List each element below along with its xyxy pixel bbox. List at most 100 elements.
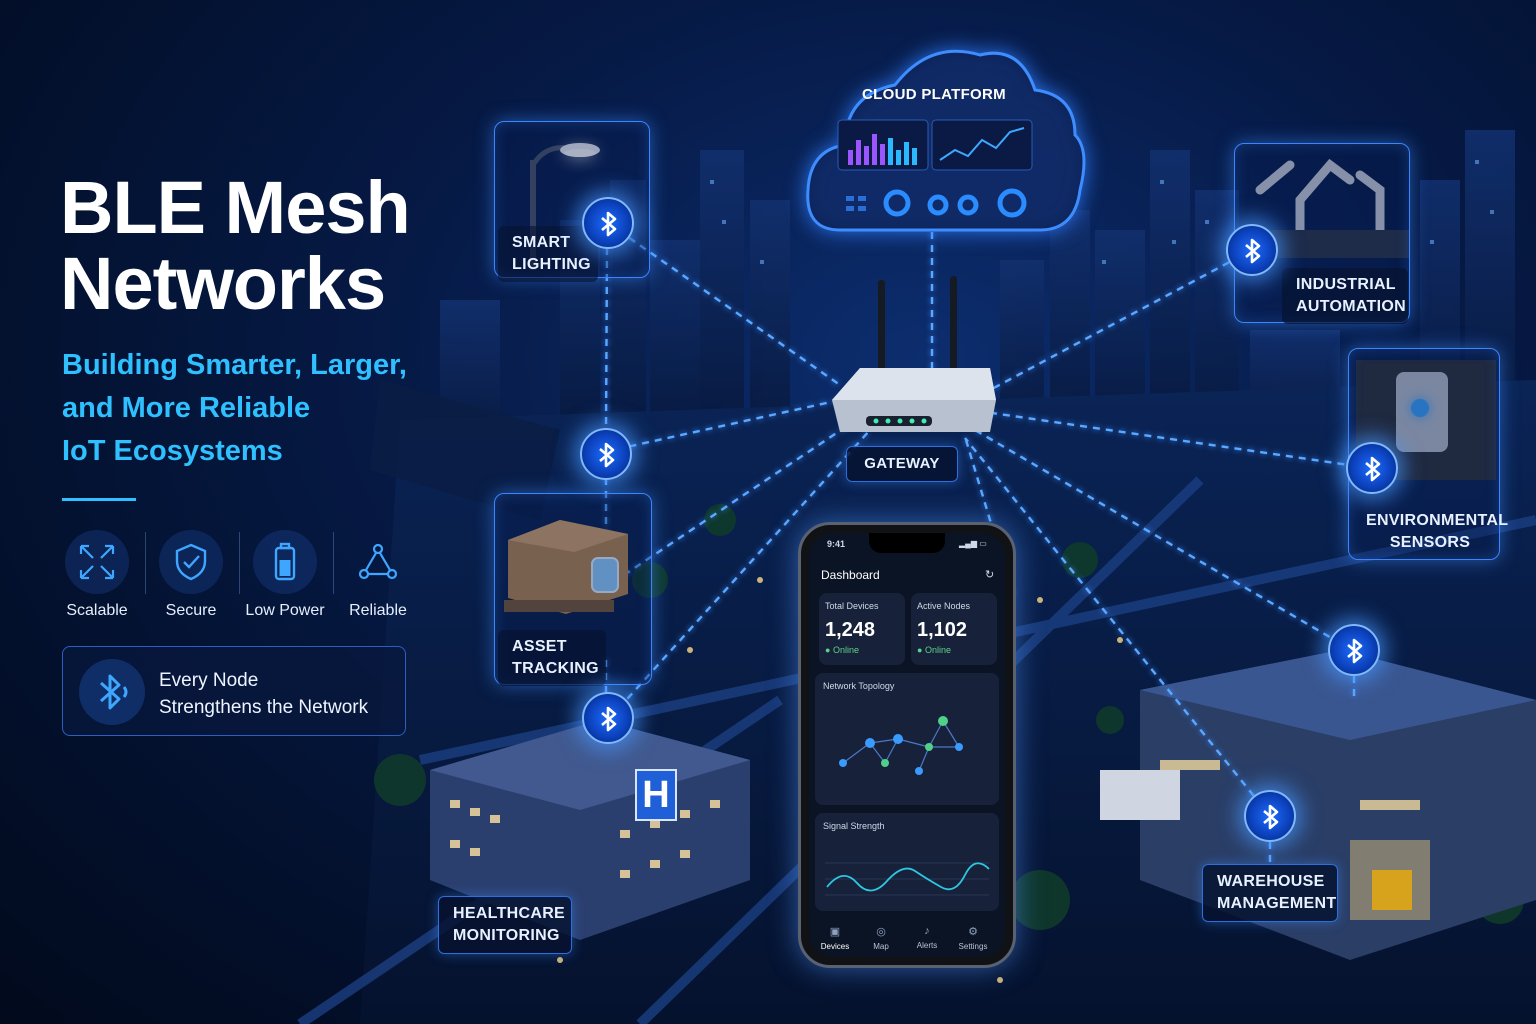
expand-arrows-icon [65, 530, 129, 594]
healthcare-monitoring-label: HEALTHCARE MONITORING [438, 896, 572, 954]
label-line1: ASSET [512, 638, 567, 655]
smart-lighting-label: SMART LIGHTING [498, 226, 598, 282]
feature-label: Scalable [66, 602, 128, 619]
title-line2: Networks [60, 242, 386, 325]
hospital-building [430, 720, 750, 940]
bluetooth-node-icon[interactable] [580, 428, 632, 480]
bluetooth-node-icon[interactable] [1226, 224, 1278, 276]
bluetooth-node-icon[interactable] [582, 197, 634, 249]
accent-divider [62, 498, 136, 501]
page-title: BLE Mesh Networks [60, 166, 411, 325]
nav-settings[interactable]: ⚙ Settings [953, 925, 993, 951]
warehouse-management-label: WAREHOUSE MANAGEMENT [1202, 864, 1338, 922]
total-status: ● Online [825, 645, 859, 655]
street-lights [557, 577, 1123, 983]
refresh-icon[interactable]: ↻ [985, 569, 995, 581]
topology-card[interactable]: Network Topology [815, 673, 999, 805]
nav-label: Devices [820, 942, 850, 951]
active-nodes-card[interactable]: Active Nodes 1,102 ● Online [911, 593, 997, 665]
title-line1: BLE Mesh [60, 166, 411, 249]
feature-reliable: Reliable [331, 530, 425, 620]
feature-label: Low Power [245, 602, 325, 619]
dashboard-header: Dashboard [821, 568, 880, 582]
network-triangle-icon [346, 530, 410, 594]
battery-icon [253, 530, 317, 594]
total-devices-card[interactable]: Total Devices 1,248 ● Online [819, 593, 905, 665]
subtitle-line1: Building Smarter, Larger, [62, 349, 407, 381]
phone-notch [869, 533, 945, 553]
package-illustration [504, 520, 628, 614]
status-text: Online [924, 645, 951, 655]
bluetooth-node-icon[interactable] [582, 692, 634, 744]
environmental-sensors-label: ENVIRONMENTAL SENSORS [1364, 504, 1509, 560]
label-line2: TRACKING [512, 660, 599, 677]
bluetooth-node-icon[interactable] [1346, 442, 1398, 494]
feature-scalable: Scalable [50, 530, 144, 620]
bluetooth-node-icon[interactable] [1244, 790, 1296, 842]
feature-separator [239, 532, 240, 594]
label-line2: MONITORING [453, 927, 560, 944]
signal-label: Signal Strength [823, 821, 885, 831]
signal-wave [825, 862, 990, 896]
smartphone: 9:41 ▂▄▆ ▭ Dashboard ↻ Total Devices 1,2… [798, 522, 1016, 968]
phone-screen: 9:41 ▂▄▆ ▭ Dashboard ↻ Total Devices 1,2… [809, 533, 1005, 957]
feature-label: Secure [165, 602, 217, 619]
status-time: 9:41 [827, 539, 846, 549]
asset-tracking-label: ASSET TRACKING [498, 630, 606, 686]
status-icons: ▂▄▆ ▭ [959, 539, 987, 548]
river [370, 380, 560, 520]
active-nodes-label: Active Nodes [917, 601, 971, 611]
label-line1: ENVIRONMENTAL [1366, 512, 1509, 529]
industrial-automation-label: INDUSTRIAL AUTOMATION [1282, 268, 1408, 324]
bluetooth-icon [79, 659, 145, 725]
street-lamp-illustration [530, 143, 600, 270]
label-line2: SENSORS [1389, 534, 1471, 551]
mesh-links [603, 222, 1371, 868]
label-line2: MANAGEMENT [1217, 895, 1337, 912]
page-subtitle: Building Smarter, Larger, and More Relia… [62, 344, 407, 473]
label-line1: WAREHOUSE [1217, 873, 1325, 890]
feature-label: Reliable [349, 602, 407, 619]
skyline [440, 130, 1515, 440]
label-line1: HEALTHCARE [453, 905, 566, 922]
signal-card[interactable]: Signal Strength [815, 813, 999, 911]
nav-devices[interactable]: ▣ Devices [815, 925, 855, 951]
feature-low-power: Low Power [238, 530, 332, 620]
gateway-router [832, 276, 996, 432]
topology-graph [839, 716, 963, 775]
map-pin-icon: ◎ [876, 926, 886, 938]
label-line1: INDUSTRIAL [1296, 276, 1396, 293]
active-nodes-value: 1,102 [917, 619, 968, 641]
robot-arms-illustration [1255, 158, 1385, 245]
feature-separator [333, 532, 334, 594]
nav-label: Map [873, 942, 889, 951]
gateway-label-text: GATEWAY [864, 455, 940, 472]
gear-icon: ⚙ [968, 926, 978, 938]
bluetooth-node-icon[interactable] [1328, 624, 1380, 676]
active-status: ● Online [917, 645, 951, 655]
cloud-dashboard [837, 119, 1033, 218]
feature-secure: Secure [144, 530, 238, 620]
feature-separator [145, 532, 146, 594]
total-devices-label: Total Devices [825, 601, 879, 611]
gateway-label: GATEWAY [846, 446, 958, 482]
subtitle-line3: IoT Ecosystems [62, 435, 283, 467]
nav-label: Settings [958, 942, 988, 951]
nav-map[interactable]: ◎ Map [861, 925, 901, 951]
shield-check-icon [159, 530, 223, 594]
nav-alerts[interactable]: ♪ Alerts [907, 925, 947, 950]
topology-label: Network Topology [823, 681, 895, 691]
label-line1: SMART [512, 234, 571, 251]
cloud-platform-label: CLOUD PLATFORM [862, 86, 1006, 103]
callout-line2: Strengthens the Network [159, 697, 369, 718]
subtitle-line2: and More Reliable [62, 392, 311, 424]
callout-text: Every Node Strengthens the Network [159, 667, 368, 721]
callout-line1: Every Node [159, 670, 259, 691]
status-text: Online [832, 645, 859, 655]
devices-icon: ▣ [829, 926, 841, 938]
bell-icon: ♪ [924, 925, 930, 937]
nav-label: Alerts [916, 941, 938, 950]
total-devices-value: 1,248 [825, 619, 876, 641]
mesh-callout-box: Every Node Strengthens the Network [62, 646, 406, 736]
